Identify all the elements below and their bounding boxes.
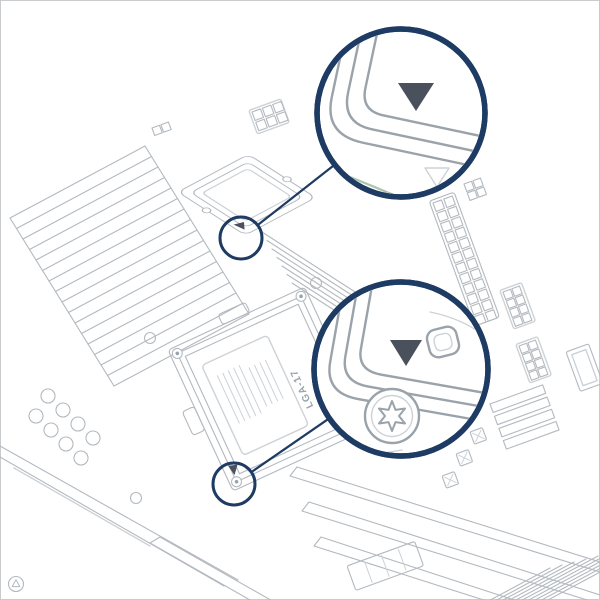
cover-caution-text-lines — [216, 365, 262, 424]
cpu-substrate — [180, 156, 313, 234]
fan-header — [441, 471, 459, 489]
socket-side-tab — [182, 406, 205, 436]
board-edge — [0, 445, 272, 600]
cover-screw-ring — [370, 394, 414, 438]
motherboard-art: LGA-17 — [0, 98, 600, 600]
cpu-heat-spreader-top — [203, 169, 291, 221]
heatsink-fins — [489, 555, 600, 600]
bottom-connector — [347, 541, 424, 591]
cpu-key-notch — [282, 176, 292, 183]
cpu-key-notch — [201, 207, 212, 214]
callout-line-cpu — [256, 163, 336, 226]
cover-latch — [425, 325, 461, 359]
edge-connector — [566, 343, 600, 392]
socket-corner-magnifier — [311, 279, 491, 459]
pcie-slots — [289, 466, 600, 600]
usb-header — [515, 336, 552, 384]
fan-header — [469, 427, 487, 445]
socket-edge-lines — [328, 285, 485, 423]
standoff-hole — [143, 331, 157, 345]
vrm-chokes — [248, 98, 290, 135]
corner-mark — [7, 575, 25, 593]
vrm-mosfets — [151, 121, 172, 137]
cpu-corner-magnifier — [314, 26, 488, 200]
standoff-hole — [129, 491, 143, 505]
socket-cover-window — [202, 335, 309, 455]
socket-corner-zoom — [321, 285, 485, 453]
four-pin-header — [463, 177, 487, 201]
cpu-edge-lines — [329, 32, 482, 171]
corner-mark-circle — [7, 575, 25, 593]
socket-alignment-triangle-icon — [228, 464, 238, 475]
cpu-corner-highlight-circle — [218, 215, 264, 261]
alignment-triangle-icon — [398, 83, 434, 111]
fan-header — [455, 449, 473, 467]
magnifier-ring-overlay — [311, 279, 491, 459]
socket-triangle-hint-icon — [424, 167, 450, 188]
callout-line-socket — [250, 417, 330, 474]
ram-bank — [9, 145, 250, 387]
socket-corner-highlight-circle — [211, 461, 257, 507]
capacitors — [28, 388, 101, 466]
cpu-alignment-triangle-icon — [233, 222, 245, 230]
cover-screw-boss — [363, 387, 421, 445]
recycle-triangle-icon — [11, 579, 21, 588]
cover-caution-text-lines — [248, 359, 284, 407]
torx-screw-icon — [378, 400, 406, 432]
atx-power-connector — [429, 192, 500, 326]
alignment-triangle-icon — [390, 340, 422, 366]
socket-top-tab — [218, 302, 250, 325]
sata-connector-stack — [489, 384, 560, 450]
front-panel-header — [499, 282, 536, 330]
magnifier-ring-overlay — [314, 26, 488, 200]
